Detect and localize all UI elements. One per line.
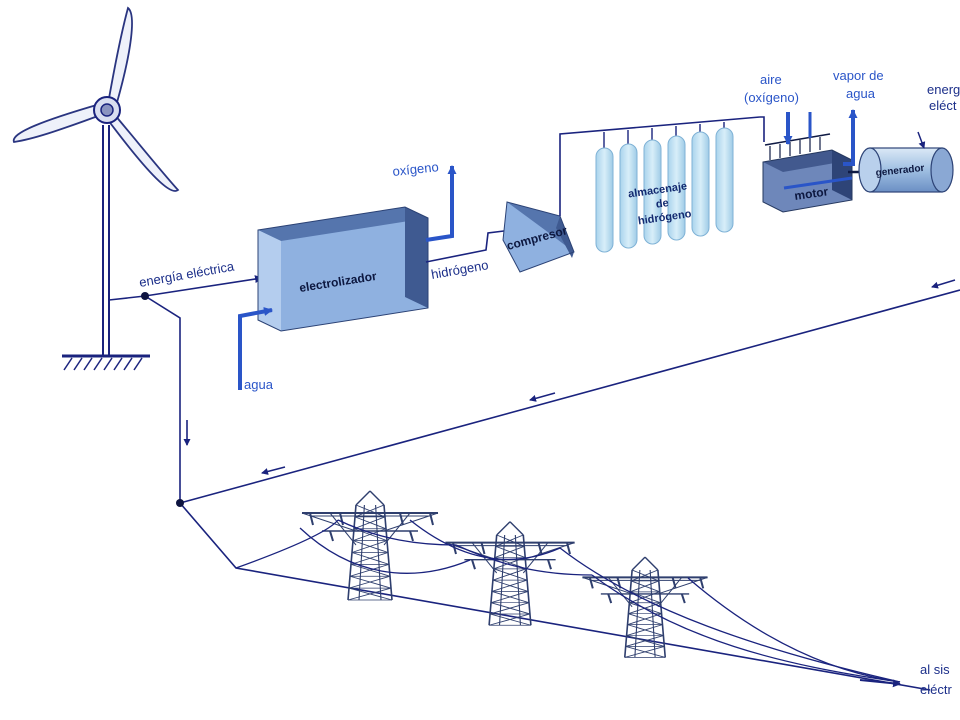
energia-right-line-2: eléct [929,98,957,113]
almacenaje-line-2: de [655,197,669,211]
vapor-line-1: vapor de [833,68,884,83]
aire-line-1: aire [760,72,782,87]
al-sistema-line-2: eléctr [920,682,952,697]
power-lines [235,519,901,683]
transmission-tower-icon [301,490,439,601]
electric-wiring [108,275,960,691]
electrolizador-box [257,206,429,332]
transmission-towers [301,490,708,658]
motor-feed-pipe [760,116,765,142]
motor-label: motor [793,184,829,203]
generator-icon [858,131,954,193]
motor-shaft [783,176,853,190]
al-sistema-line-1: al sis [920,662,950,677]
output-arrow [859,679,901,688]
vapor-label: vapor de agua [833,68,887,101]
flow-arrow [529,392,556,402]
flow-arrow [261,466,286,475]
water-inlet-arrow [238,307,273,390]
oxigeno-label: oxígeno [392,159,440,179]
aire-label: aire (oxígeno) [744,72,799,105]
vapor-line-2: agua [846,86,876,101]
oxygen-outlet-arrow [425,165,457,242]
hydrogen-manifold [559,116,761,216]
energia-right-line-1: energ [927,82,960,97]
wind-turbine-icon [12,6,180,371]
generador-label: generador [875,163,925,179]
vapor-outlet-arrow [843,109,858,166]
aire-line-2: (oxígeno) [744,90,799,105]
energia-electrica-label: energía eléctrica [138,258,236,290]
hydrogen-storage-tanks [595,122,734,253]
hydrogen-pipe [425,226,513,263]
junction-node [176,499,184,507]
junction-node [141,292,149,300]
agua-label: agua [244,377,274,392]
transmission-tower-icon [582,556,708,658]
transmission-tower-icon [445,521,575,626]
hidrogeno-label: hidrógeno [430,257,490,282]
compressor-box [502,201,575,273]
flow-arrow [931,279,956,289]
energia-right-label: energ eléct [927,82,960,113]
al-sistema-label: al sis eléctr [920,662,953,697]
